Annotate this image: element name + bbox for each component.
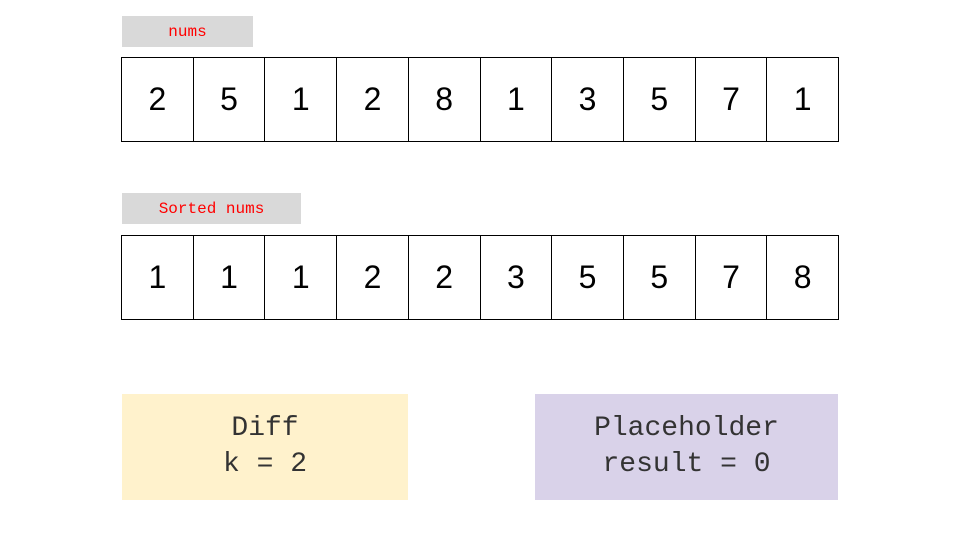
placeholder-title: Placeholder bbox=[594, 413, 779, 444]
placeholder-value: result = 0 bbox=[602, 449, 771, 480]
nums-cell: 1 bbox=[767, 58, 840, 141]
nums-cell: 2 bbox=[122, 58, 194, 141]
diff-box: Diff k = 2 bbox=[122, 394, 408, 500]
nums-cell: 5 bbox=[194, 58, 266, 141]
nums-cell: 7 bbox=[696, 58, 768, 141]
sorted-cell: 5 bbox=[552, 236, 624, 319]
nums-cell: 1 bbox=[265, 58, 338, 141]
nums-cell: 3 bbox=[552, 58, 624, 141]
nums-array: 2 5 1 2 8 1 3 5 7 1 bbox=[121, 57, 840, 142]
nums-cell: 1 bbox=[481, 58, 553, 141]
placeholder-box: Placeholder result = 0 bbox=[535, 394, 838, 500]
sorted-cell: 1 bbox=[194, 236, 266, 319]
sorted-cell: 3 bbox=[481, 236, 553, 319]
sorted-cell: 2 bbox=[337, 236, 409, 319]
nums-cell: 2 bbox=[337, 58, 409, 141]
diff-value: k = 2 bbox=[222, 449, 307, 480]
sorted-nums-label: Sorted nums bbox=[122, 193, 301, 224]
sorted-cell: 7 bbox=[696, 236, 768, 319]
sorted-cell: 2 bbox=[409, 236, 481, 319]
sorted-nums-array: 1 1 1 2 2 3 5 5 7 8 bbox=[121, 235, 840, 320]
nums-cell: 5 bbox=[624, 58, 696, 141]
sorted-cell: 1 bbox=[122, 236, 194, 319]
diff-title: Diff bbox=[231, 413, 299, 444]
nums-label: nums bbox=[122, 16, 253, 47]
sorted-cell: 5 bbox=[624, 236, 696, 319]
nums-cell: 8 bbox=[409, 58, 481, 141]
sorted-cell: 8 bbox=[767, 236, 840, 319]
sorted-cell: 1 bbox=[265, 236, 338, 319]
